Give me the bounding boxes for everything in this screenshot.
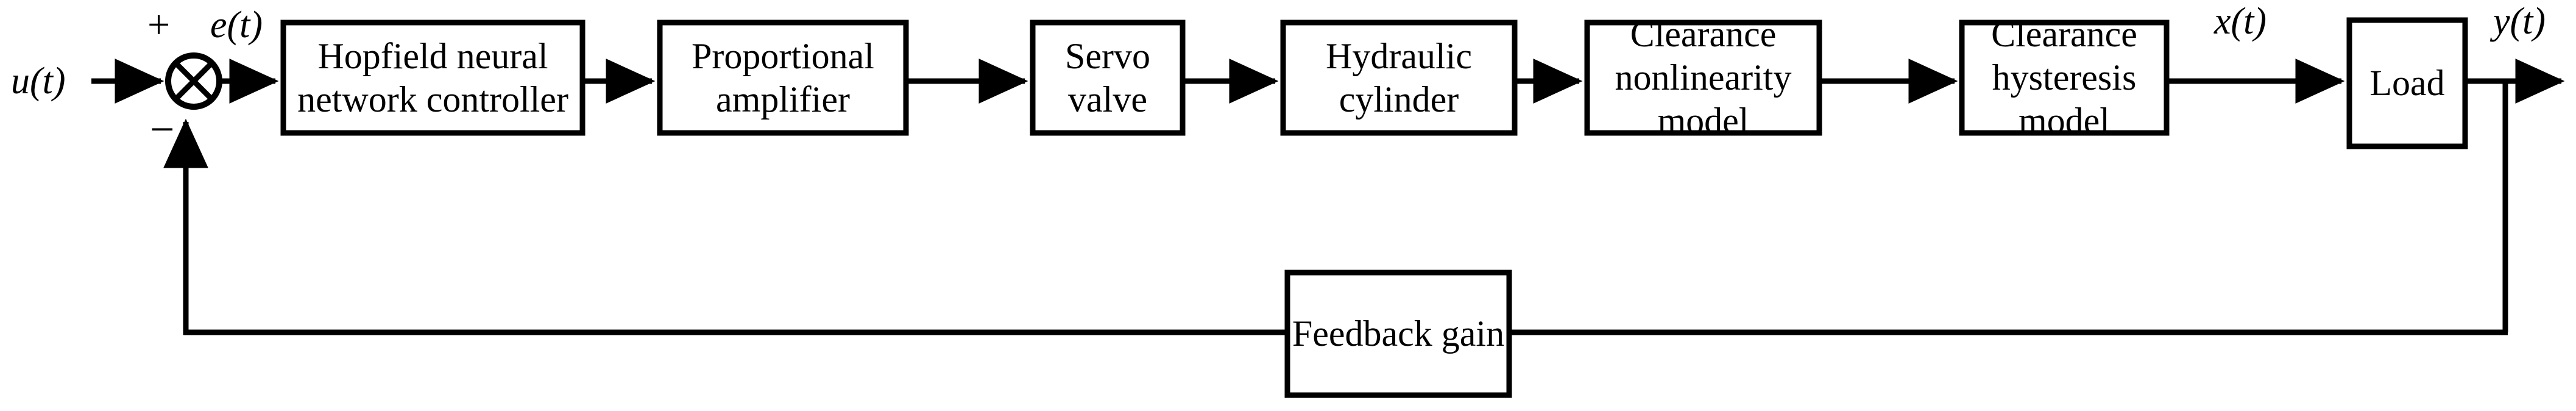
signal-label-output: y(t) xyxy=(2493,1,2546,42)
summing-junction-symbol xyxy=(165,52,222,110)
block-rect-clearance-hysteresis-model[interactable] xyxy=(1959,20,2170,136)
block-rect-load[interactable] xyxy=(2346,17,2468,149)
feedback-path-wires xyxy=(183,81,2508,335)
signal-label-intermediate: x(t) xyxy=(2214,1,2267,42)
block-rect-feedback-gain[interactable] xyxy=(1284,270,1512,398)
block-rectangles xyxy=(280,17,2468,398)
signal-label-input: u(t) xyxy=(11,60,66,102)
signal-label-error: e(t) xyxy=(210,4,263,46)
block-rect-hopfield-neural-network-controller[interactable] xyxy=(280,20,586,136)
block-rect-clearance-nonlinearity-model[interactable] xyxy=(1584,20,1822,136)
summing-junction-minus-sign: − xyxy=(150,105,175,154)
summing-junction-plus-sign: + xyxy=(147,2,171,47)
block-rect-servo-valve[interactable] xyxy=(1030,20,1186,136)
block-rect-hydraulic-cylinder[interactable] xyxy=(1280,20,1518,136)
block-rect-proportional-amplifier[interactable] xyxy=(657,20,909,136)
